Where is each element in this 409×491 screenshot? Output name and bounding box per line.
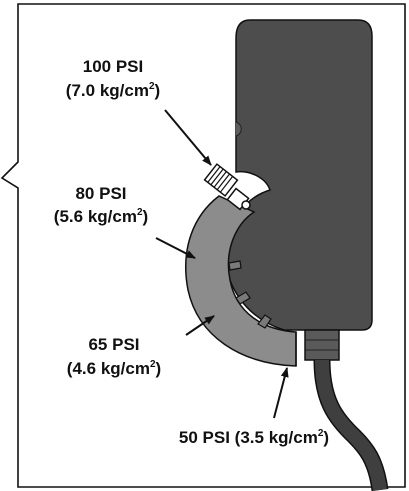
arrow-100-psi xyxy=(164,109,212,166)
label-80-psi-line1: 80 PSI xyxy=(75,184,126,203)
device-housing xyxy=(225,19,373,331)
collar-segments xyxy=(228,260,272,329)
cable-connector xyxy=(304,329,340,361)
label-65-psi-line2: (4.6 kg/cm2) xyxy=(67,359,161,378)
callout-frame xyxy=(0,3,406,488)
adjustment-clamp xyxy=(203,163,251,211)
label-100-psi-line1: 100 PSI xyxy=(83,57,144,76)
arrow-65-psi xyxy=(185,315,215,336)
label-50-psi: 50 PSI (3.5 kg/cm2) xyxy=(179,428,329,447)
arrow-80-psi xyxy=(155,237,196,259)
label-100-psi-line2: (7.0 kg/cm2) xyxy=(66,81,160,100)
label-80-psi-line2: (5.6 kg/cm2) xyxy=(54,207,148,226)
arrow-50-psi xyxy=(273,367,289,419)
label-65-psi-line1: 65 PSI xyxy=(88,335,139,354)
mounting-knob xyxy=(235,121,242,137)
